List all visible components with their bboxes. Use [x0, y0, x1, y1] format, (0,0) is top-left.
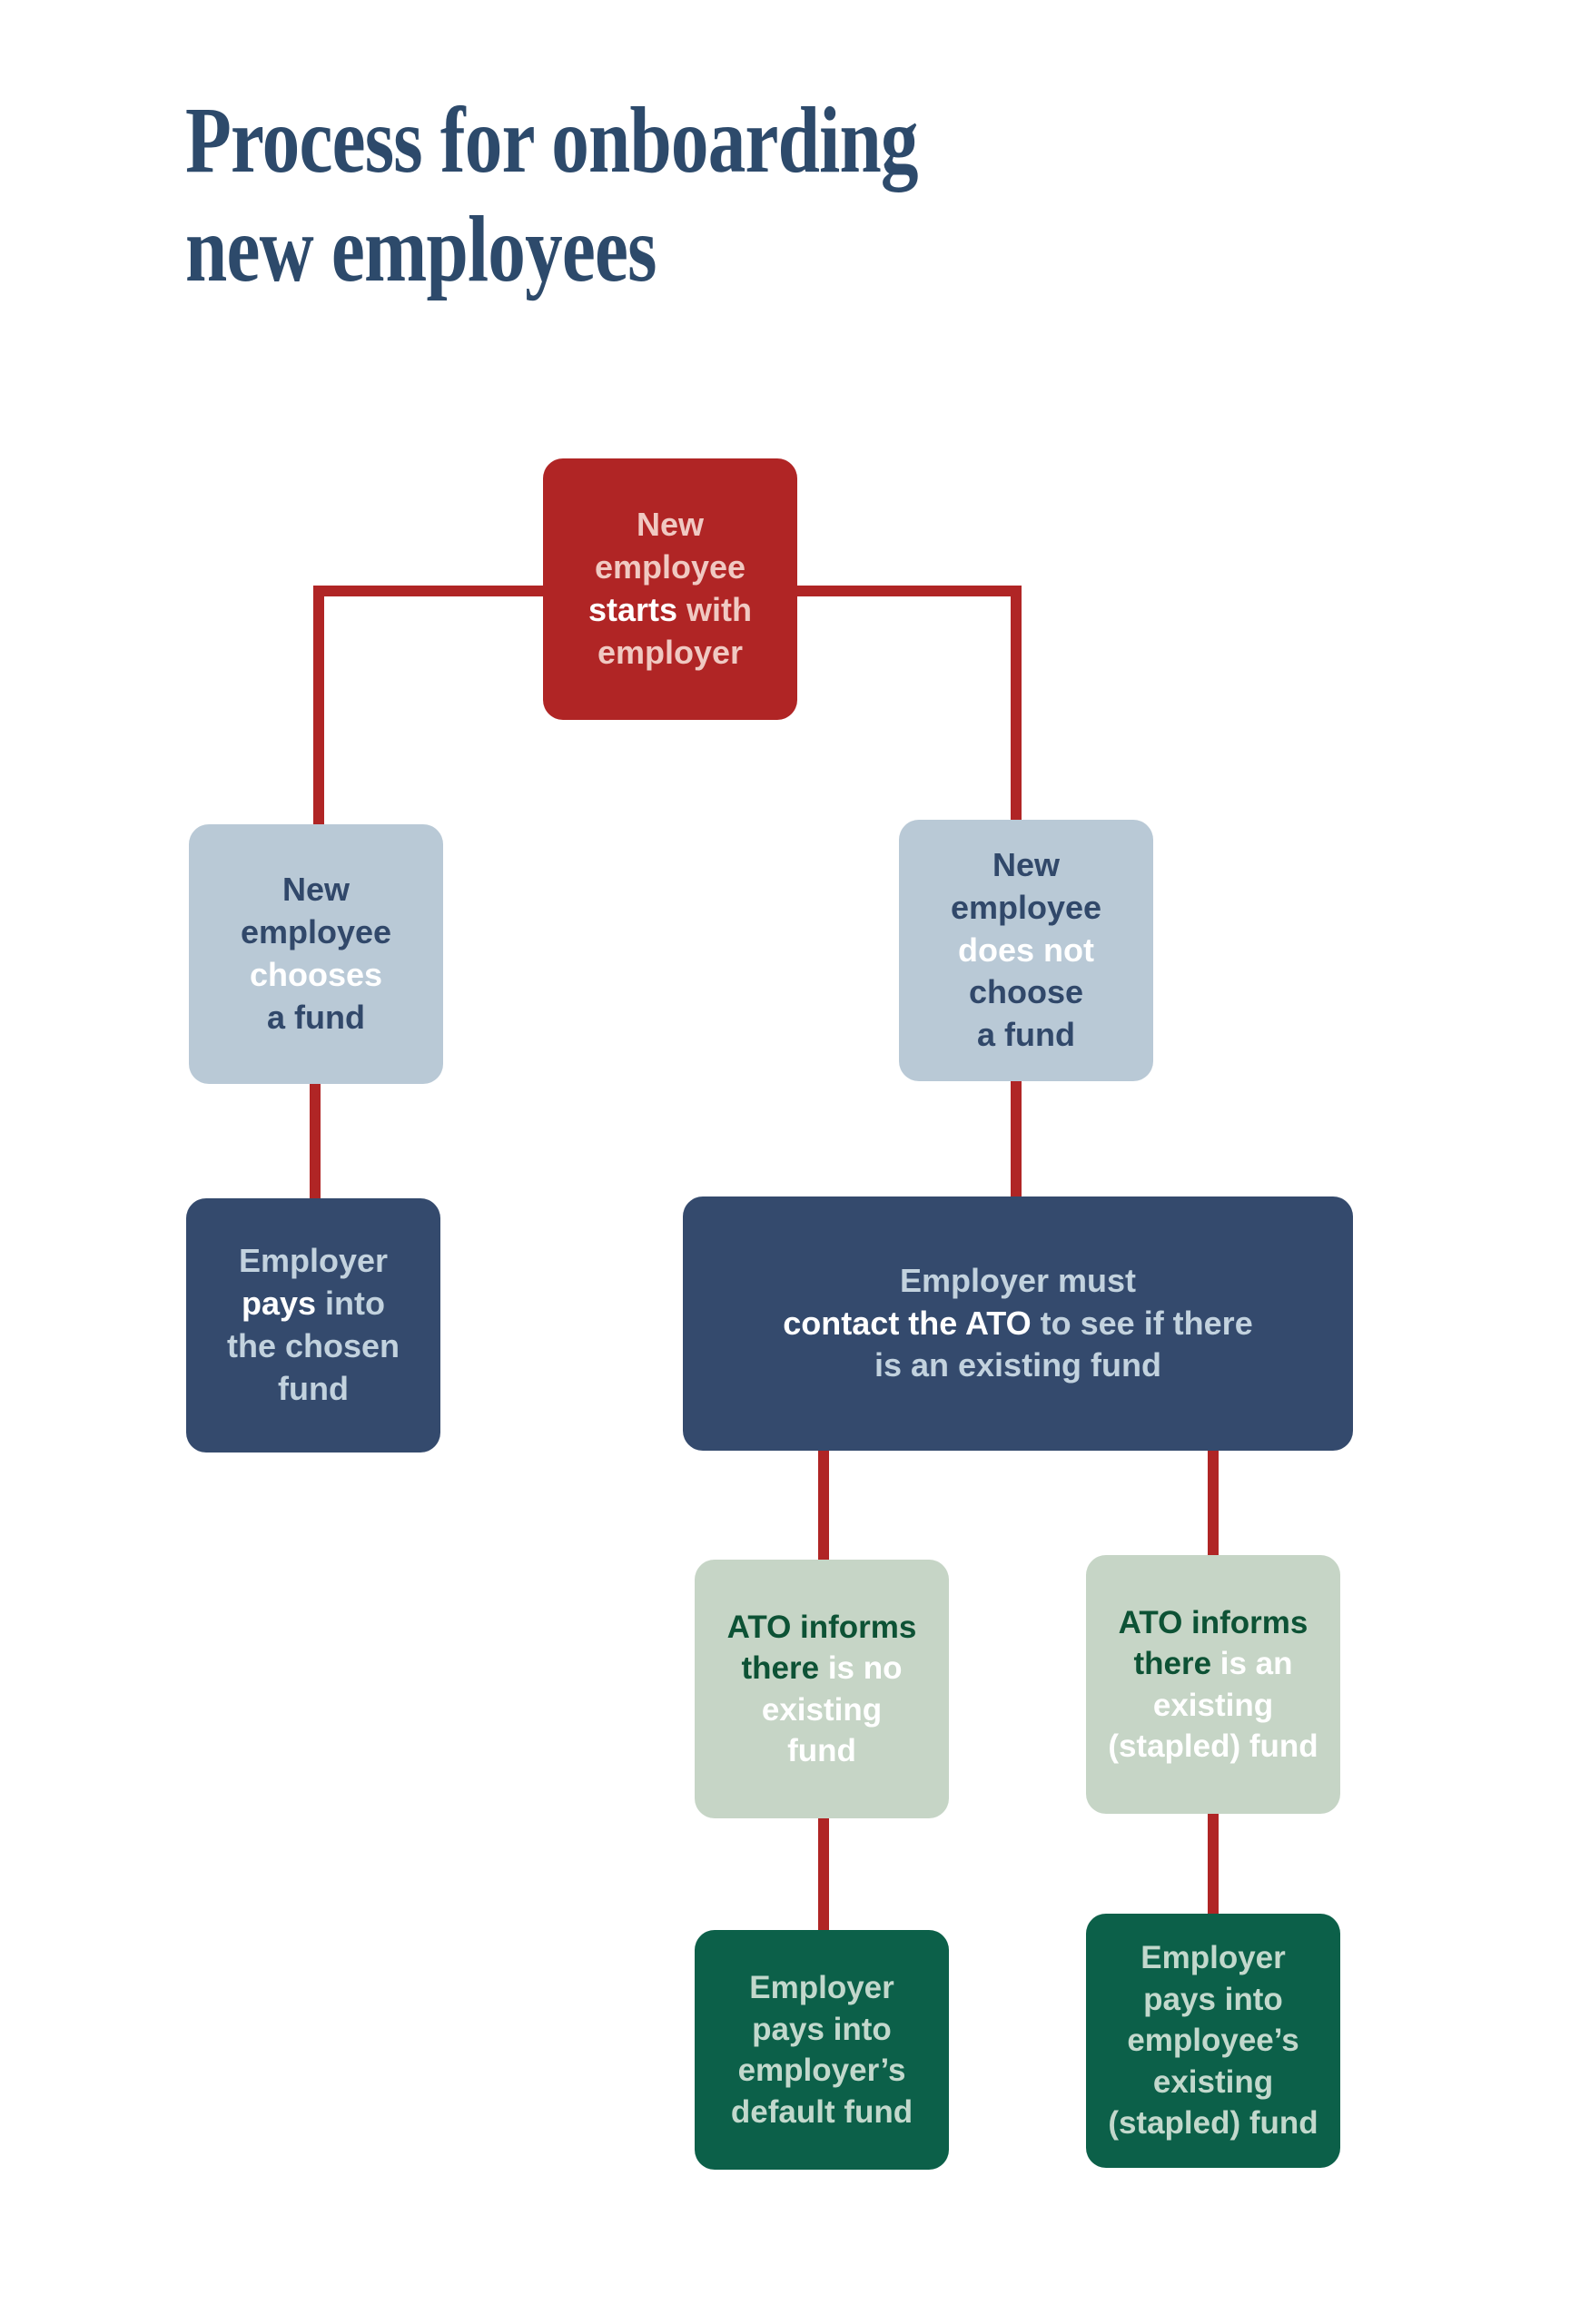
connector-start-to-not-choose: [1011, 586, 1022, 826]
connector-no-fund-to-default: [818, 1814, 829, 1935]
connector-ato-to-no-fund: [818, 1446, 829, 1564]
connector-chooses-to-pays: [310, 1080, 321, 1203]
connector-start-to-chooses: [313, 586, 324, 831]
connector-ato-to-stapled-fund: [1208, 1446, 1219, 1560]
connector-stapled-to-existing: [1208, 1809, 1219, 1918]
connector-not-choose-to-ato: [1011, 1078, 1022, 1201]
